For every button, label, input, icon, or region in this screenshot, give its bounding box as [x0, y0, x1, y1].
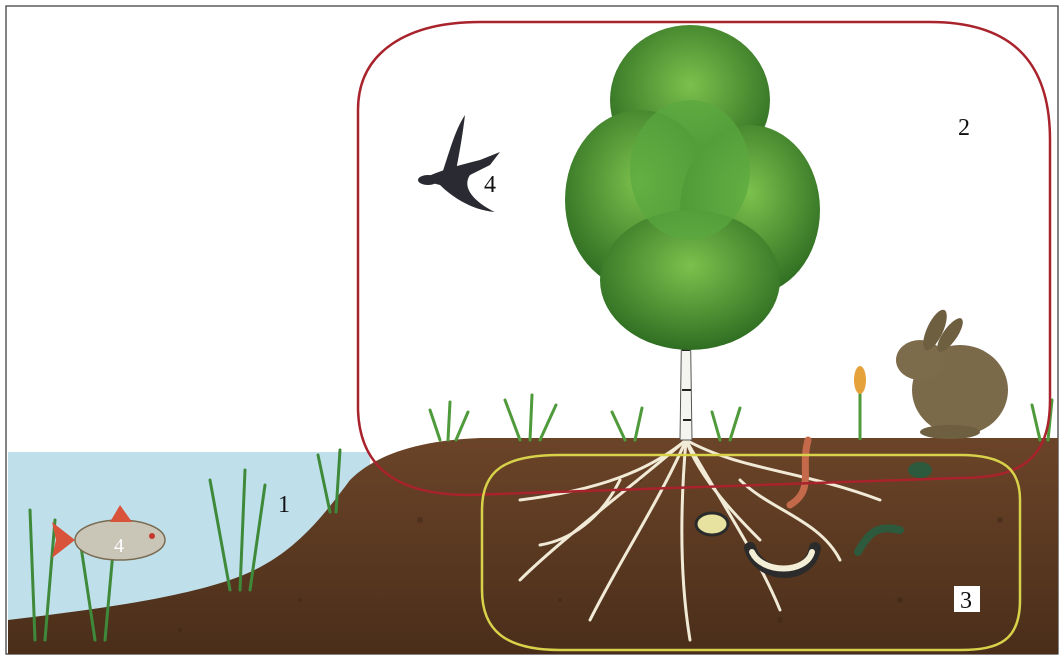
label-swift: 4: [484, 172, 496, 198]
label-fish: 4: [114, 535, 124, 557]
label-water: 1: [278, 492, 290, 518]
label-air: 2: [958, 115, 970, 141]
larva: [696, 513, 728, 535]
label-soil: 3: [960, 588, 972, 614]
beetle: [908, 462, 932, 478]
